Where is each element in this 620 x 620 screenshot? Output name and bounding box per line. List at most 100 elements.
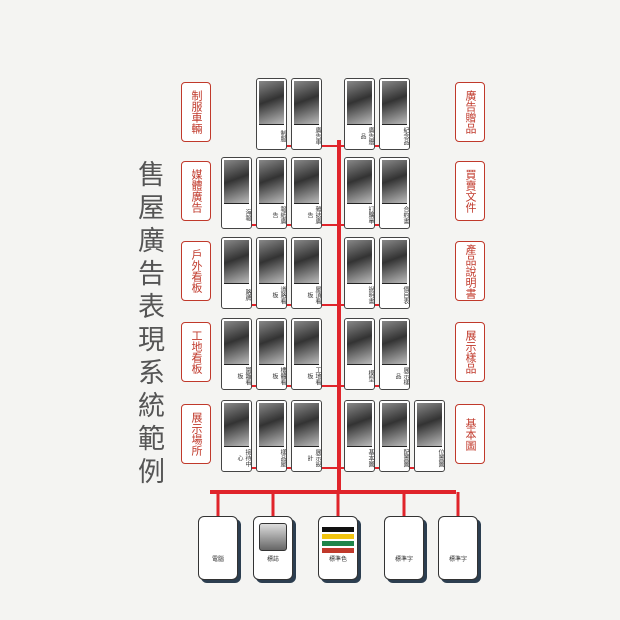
thumbnail-label: 雜誌廣告 [306,206,321,225]
example-photo [224,160,249,205]
identity-card-label: 標準色 [328,556,347,563]
example-photo [382,240,407,285]
example-photo [347,81,372,126]
example-thumbnail: 報紙廣告 [256,157,287,229]
example-thumbnail: 模型 [344,318,375,390]
identity-card-label: 標準字 [394,556,413,563]
example-photo [294,321,319,366]
thumbnail-label: 位置圖 [437,449,444,468]
example-photo [259,321,284,366]
thumbnail-label: 基本圖 [367,449,374,468]
left-category-label: 媒體廣告 [181,161,211,221]
example-thumbnail: 樣品屋 [256,400,287,472]
identity-card: 標誌 [253,516,293,580]
example-thumbnail: 展示設計 [291,400,322,472]
example-photo [417,403,442,448]
example-photo [259,240,284,285]
example-photo [259,81,284,126]
thumbnail-label: 制服 [279,130,286,143]
example-photo [294,81,319,126]
example-thumbnail: 基本圖 [344,400,375,472]
left-category-label: 制服車輛 [181,82,211,142]
right-category-label: 產品說明書 [455,241,485,301]
identity-card: 電腦 [198,516,238,580]
example-thumbnail: 工地看板 [291,318,322,390]
thumbnail-label: 屋頂看板 [306,286,321,305]
thumbnail-label: 報紙廣告 [271,206,286,225]
identity-card: 標準字 [438,516,478,580]
thumbnail-label: 路牌 [244,289,251,302]
color-swatch [322,534,354,539]
thumbnail-label: 海報 [244,209,251,222]
thumbnail-label: 價目表 [402,286,409,305]
thumbnail-label: 模型 [367,370,374,383]
example-thumbnail: 屋頂看板 [291,237,322,309]
example-thumbnail: 制服 [256,78,287,150]
example-thumbnail: 樓體看板 [256,318,287,390]
right-category-label: 買賣文件 [455,161,485,221]
example-photo [382,81,407,126]
right-category-label: 基本圖 [455,404,485,464]
identity-card: 標準字 [384,516,424,580]
color-swatch [322,541,354,546]
thumbnail-label: 訂購單 [367,206,374,225]
identity-card-label: 標準字 [448,556,467,563]
right-category-label: 廣告贈品 [455,82,485,142]
example-photo [347,403,372,448]
example-photo [382,321,407,366]
diagram-title: 售屋廣告表現系統範例 [133,160,164,490]
example-thumbnail: 合約書 [379,157,410,229]
thumbnail-label: 展示設計 [306,449,321,468]
example-thumbnail: 位置圖 [414,400,445,472]
example-photo [224,403,249,448]
color-swatch [322,527,354,532]
thumbnail-label: 配置圖 [402,449,409,468]
logo-preview [259,523,287,551]
thumbnail-label: 說明書 [367,286,374,305]
left-category-label: 戶外看板 [181,241,211,301]
example-photo [347,321,372,366]
example-thumbnail: 廣告車 [291,78,322,150]
example-photo [294,240,319,285]
example-thumbnail: 道路看板 [256,237,287,309]
color-swatch [322,548,354,553]
example-photo [347,240,372,285]
example-photo [347,160,372,205]
color-swatches [322,527,354,553]
thumbnail-label: 道路看板 [271,286,286,305]
thumbnail-label: 圍籬看板 [236,367,251,386]
example-photo [294,160,319,205]
example-photo [224,321,249,366]
example-photo [382,160,407,205]
example-thumbnail: 配置圖 [379,400,410,472]
thumbnail-label: 樣品屋 [279,449,286,468]
example-photo [224,240,249,285]
example-thumbnail: 圍籬看板 [221,318,252,390]
identity-card-label: 電腦 [211,556,224,563]
example-thumbnail: 紀念品 [379,78,410,150]
example-thumbnail: 展示樣品 [379,318,410,390]
identity-card-label: 標誌 [266,556,279,563]
example-thumbnail: 海報 [221,157,252,229]
example-photo [294,403,319,448]
thumbnail-label: 接待中心 [236,449,251,468]
thumbnail-label: 合約書 [402,206,409,225]
thumbnail-label: 廣告贈品 [359,127,374,146]
thumbnail-label: 樓體看板 [271,367,286,386]
example-thumbnail: 接待中心 [221,400,252,472]
thumbnail-label: 紀念品 [402,127,409,146]
left-category-label: 展示場所 [181,404,211,464]
thumbnail-label: 展示樣品 [394,367,409,386]
example-photo [259,160,284,205]
thumbnail-label: 工地看板 [306,367,321,386]
example-thumbnail: 雜誌廣告 [291,157,322,229]
example-thumbnail: 訂購單 [344,157,375,229]
example-photo [382,403,407,448]
example-thumbnail: 價目表 [379,237,410,309]
thumbnail-label: 廣告車 [314,127,321,146]
example-thumbnail: 廣告贈品 [344,78,375,150]
example-photo [259,403,284,448]
right-category-label: 展示樣品 [455,322,485,382]
identity-card: 標準色 [318,516,358,580]
